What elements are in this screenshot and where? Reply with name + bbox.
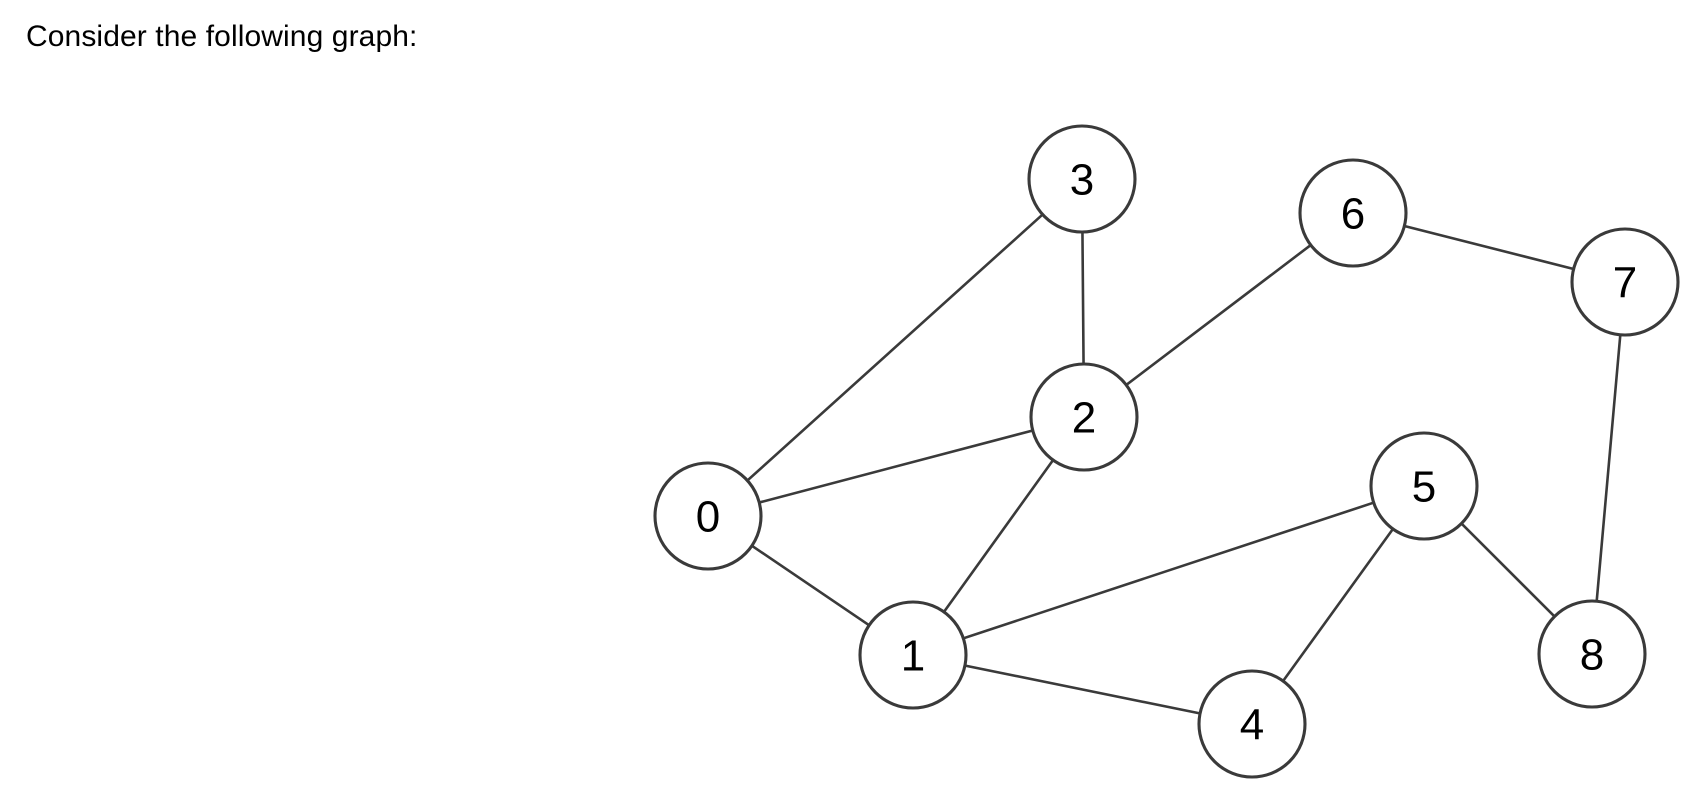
- graph-node-layer: 0 1 2 3 4 5 6 7 8: [653, 124, 1680, 779]
- graph-edge-2-1: [942, 457, 1055, 615]
- graph-edge-5-1: [961, 501, 1376, 640]
- graph-node-label-0: 0: [696, 493, 720, 542]
- graph-edge-layer: [745, 212, 1622, 715]
- graph-node-2[interactable]: 2: [1029, 362, 1139, 472]
- graph-edge-0-3: [745, 212, 1045, 483]
- graph-node-circle-7: [1570, 227, 1680, 337]
- graph-node-8[interactable]: 8: [1537, 599, 1647, 709]
- graph-edge-1-4: [962, 664, 1203, 715]
- graph-node-label-5: 5: [1412, 463, 1436, 512]
- graph-node-6[interactable]: 6: [1298, 158, 1408, 268]
- graph-node-5[interactable]: 5: [1369, 431, 1479, 541]
- graph-node-label-2: 2: [1072, 394, 1096, 443]
- graph-node-7[interactable]: 7: [1570, 227, 1680, 337]
- graph-node-circle-2: [1029, 362, 1139, 472]
- graph-node-circle-5: [1369, 431, 1479, 541]
- graph-node-4[interactable]: 4: [1197, 669, 1307, 779]
- graph-node-label-8: 8: [1580, 631, 1604, 680]
- graph-edge-0-2: [756, 428, 1036, 505]
- graph-node-1[interactable]: 1: [858, 600, 968, 710]
- graph-edge-7-8: [1595, 332, 1622, 604]
- graph-node-label-6: 6: [1341, 190, 1365, 239]
- graph-edge-3-2: [1081, 229, 1085, 367]
- page-title: Consider the following graph:: [26, 20, 418, 53]
- graph-edge-5-8: [1459, 521, 1557, 619]
- graph-node-circle-8: [1537, 599, 1647, 709]
- graph-node-circle-1: [858, 600, 968, 710]
- graph-node-circle-3: [1027, 124, 1137, 234]
- graph-edge-6-7: [1402, 224, 1576, 271]
- graph-node-circle-6: [1298, 158, 1408, 268]
- graph-edge-0-1: [749, 543, 872, 628]
- graph-node-label-4: 4: [1240, 701, 1264, 750]
- graph-edge-2-6: [1124, 243, 1313, 387]
- graph-node-label-3: 3: [1070, 156, 1094, 205]
- graph-node-0[interactable]: 0: [653, 461, 763, 571]
- graph-node-3[interactable]: 3: [1027, 124, 1137, 234]
- graph-node-label-7: 7: [1613, 259, 1637, 308]
- graph-node-circle-4: [1197, 669, 1307, 779]
- graph-node-label-1: 1: [901, 632, 925, 681]
- graph-edge-5-4: [1281, 526, 1395, 684]
- graph-node-circle-0: [653, 461, 763, 571]
